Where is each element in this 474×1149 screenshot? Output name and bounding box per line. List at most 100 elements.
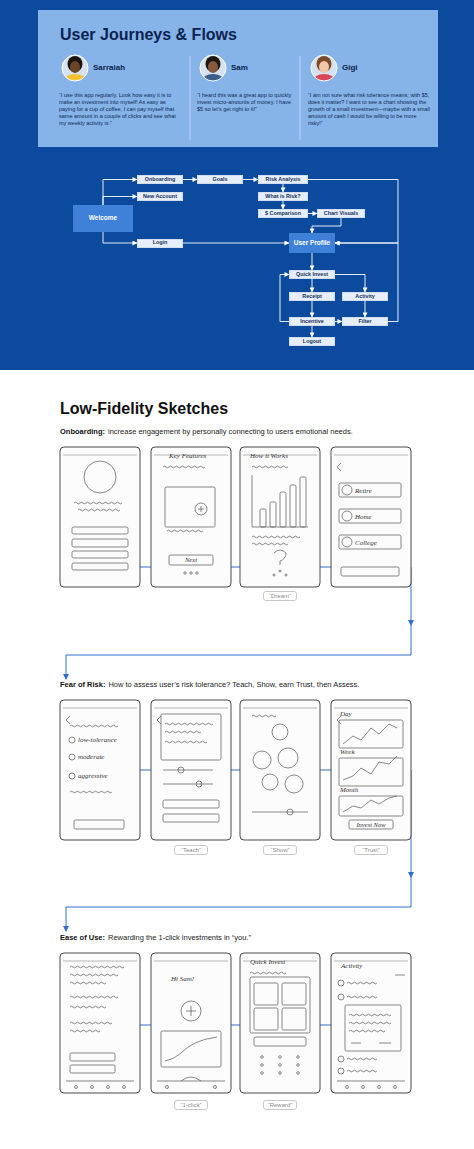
sketch-stroke: [394, 1086, 397, 1089]
flow-connector: [312, 279, 313, 292]
sketch-stroke: [70, 1065, 115, 1073]
phone-frame: [151, 700, 231, 840]
sketch-stroke: [347, 1070, 377, 1072]
sketch-stroke: [347, 1058, 377, 1060]
sketch-stroke: [70, 1053, 115, 1061]
sketch-stroke: [260, 509, 266, 527]
sketch-stroke: [201, 506, 202, 512]
flow-box: What is Risk?: [258, 192, 308, 201]
sketch-stroke: [74, 502, 122, 504]
section-lead: Ease of Use:: [60, 933, 105, 942]
section-lead: Onboarding:: [60, 427, 105, 436]
sketch-stroke: [69, 773, 75, 779]
sketch-stroke: [254, 1008, 278, 1030]
sketch-stroke: [349, 820, 393, 829]
box-label: Login: [153, 240, 168, 245]
sketch-stroke: [342, 537, 352, 547]
flow-box: Activity: [342, 292, 388, 301]
sketch-stroke: [190, 572, 192, 574]
phone-sketches: [60, 447, 411, 1093]
sketch-stroke: [161, 714, 221, 760]
sketch-stroke: [342, 485, 352, 495]
sketch-stroke: [214, 1086, 217, 1089]
phone-frame: [240, 953, 320, 1093]
phone-sketch: [331, 447, 411, 587]
status-bar: [63, 708, 137, 709]
sketch-stroke: [163, 770, 213, 771]
flow-box: Onboarding: [137, 175, 183, 184]
status-bar: [334, 708, 408, 709]
phone-frame: [331, 700, 411, 840]
flow-connector: [283, 201, 284, 209]
phone-sketch: [240, 953, 320, 1093]
dark-band: [0, 0, 474, 370]
stage-caption: “Teach”: [174, 845, 208, 855]
sketch-text: Week: [340, 748, 355, 756]
box-label: Quick Invest: [296, 272, 328, 277]
sketch-stroke: [274, 550, 286, 565]
phone-sketch: [331, 953, 411, 1093]
phone-frame: [240, 700, 320, 840]
flow-box: Quick Invest: [289, 270, 335, 279]
flow-connector: [243, 179, 258, 180]
sketch-stroke: [395, 975, 405, 976]
sketch-text: How it Works: [250, 452, 288, 460]
sketch-stroke: [196, 781, 202, 787]
sketch-text: Quick Invest: [250, 958, 285, 966]
sketch-stroke: [161, 1031, 221, 1067]
sketch-text: moderate: [78, 753, 104, 761]
sketch-stroke: [379, 1043, 391, 1044]
sketch-stroke: [70, 996, 118, 998]
status-bar: [334, 455, 408, 456]
sketch-stroke: [337, 463, 341, 471]
stage-caption: “Show”: [263, 845, 297, 855]
sketch-stroke: [378, 1086, 381, 1089]
section-text: How to assess user’s risk tolerance? Tea…: [108, 680, 359, 689]
flow-connector: [365, 301, 366, 317]
sketch-stroke: [66, 716, 70, 724]
sketch-stroke: [84, 461, 116, 493]
sketch-text: Retire: [355, 487, 372, 495]
box-label: User Profile: [294, 240, 331, 247]
persona-name: Sarraiah: [93, 63, 125, 72]
sketch-stroke: [338, 980, 344, 986]
sketch-stroke: [347, 996, 377, 998]
sketch-text: Home: [355, 513, 372, 521]
phone-frame: [331, 953, 411, 1093]
sketch-stroke: [165, 487, 215, 527]
flow-connector: [335, 275, 365, 293]
persona-quote: “I use this app regularly. Look how easy…: [59, 92, 183, 127]
sketch-text: Key Features: [169, 452, 206, 460]
sketch-stroke: [285, 775, 303, 793]
section-heading: Low-Fidelity Sketches: [60, 400, 228, 418]
stage-caption: “Dream”: [263, 591, 297, 601]
flow-box: Receipt: [289, 292, 335, 301]
box-label: Risk Analysis: [266, 177, 301, 182]
flow-box: Login: [137, 239, 183, 248]
sketch-stroke: [163, 784, 213, 785]
sketch-text: Month: [340, 786, 358, 794]
sketch-stroke: [78, 509, 120, 511]
sketch-stroke: [254, 983, 278, 1005]
caption-text: “Show”: [270, 847, 289, 853]
flow-box: Chart Visuals: [317, 209, 365, 218]
sketch-stroke: [252, 715, 276, 717]
caption-text: “Trust”: [362, 847, 379, 853]
sketch-stroke: [343, 796, 397, 812]
sketch-stroke: [165, 731, 201, 733]
sketch-stroke: [252, 475, 253, 527]
box-label: Activity: [355, 294, 374, 299]
sketch-stroke: [66, 1081, 134, 1082]
sketch-stroke: [72, 527, 128, 534]
sketch-stroke: [262, 774, 278, 790]
sketch-stroke: [261, 1064, 264, 1067]
sketch-stroke: [184, 572, 186, 574]
phone-frame: [151, 953, 231, 1093]
sketch-stroke: [250, 972, 286, 974]
sketch-stroke: [165, 723, 213, 725]
sketch-stroke: [280, 492, 286, 527]
box-label: What is Risk?: [265, 194, 300, 199]
box-label: Onboarding: [145, 177, 176, 182]
sketch-stroke: [252, 812, 308, 813]
